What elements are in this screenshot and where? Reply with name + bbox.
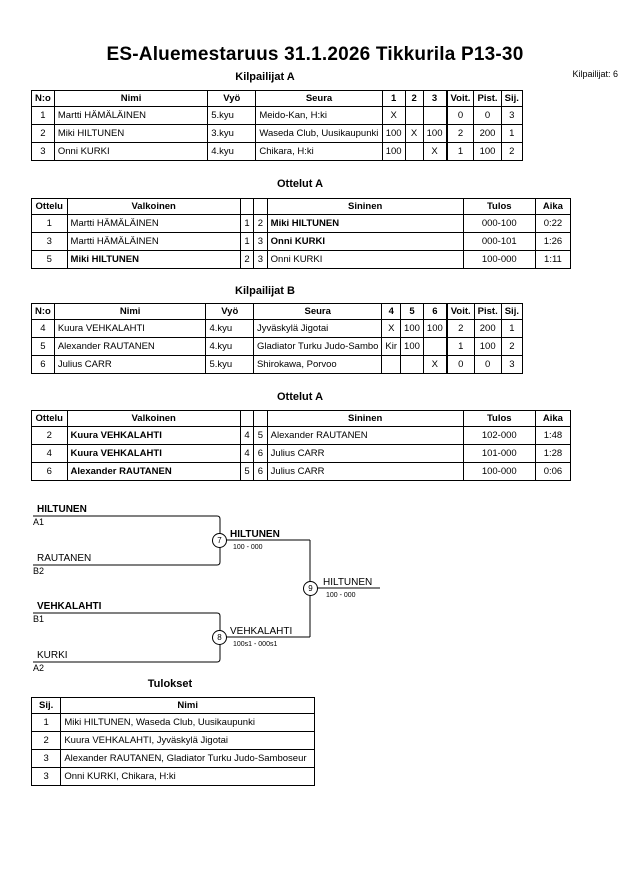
matches-a-title: Ottelut A [276,178,324,190]
cell: 2 [500,337,524,356]
cell: 0 [473,355,502,374]
cell: 2 [500,142,524,161]
m9-winner: HILTUNEN [323,577,373,588]
m7-number: 7 [212,533,227,548]
pool-a-title: Kilpailijat A [235,71,295,83]
cell: Alexander RAUTANEN, Gladiator Turku Judo… [60,749,315,768]
m7-top-name: HILTUNEN [37,504,87,515]
matches-b-table: Ottelu Valkoinen Sininen Tulos Aika 2 Ku… [31,410,572,481]
cell: 100 [473,142,502,161]
table-row: 1 Martti HÄMÄLÄINEN 1 2 Miki HILTUNEN 00… [31,214,572,233]
m8-bot-seed: A2 [33,663,45,673]
matches-a-table: Ottelu Valkoinen Sininen Tulos Aika 1 Ma… [31,198,572,269]
cell: 3 [253,250,268,269]
table-row: 5 Miki HILTUNEN 2 3 Onni KURKI 100-000 1… [31,250,572,269]
matches-a-header-row: Ottelu Valkoinen Sininen Tulos Aika [31,198,572,215]
pool-a-table: N:o Nimi Vyö Seura 1 2 3 Voit. Pist. Sij… [31,90,524,161]
m8-top-seed: B1 [33,614,45,624]
table-row: 3 Martti HÄMÄLÄINEN 1 3 Onni KURKI 000-1… [31,232,572,251]
m8-score: 100s1 - 000s1 [233,641,278,648]
table-row: 6 Julius CARR 5.kyu Shirokawa, Porvoo X … [31,355,524,374]
col-wins: Voit. [445,90,475,107]
m8-winner: VEHKALAHTI [230,626,293,637]
table-row: 5 Alexander RAUTANEN 4.kyu Gladiator Tur… [31,337,524,356]
matches-b-title: Ottelut A [276,391,324,403]
col-name: Nimi [60,697,315,714]
table-row: 2 Miki HILTUNEN 3.kyu Waseda Club, Uusik… [31,124,524,143]
cell: 100-000 [462,250,536,269]
m8-top-name: VEHKALAHTI [37,601,102,612]
m7-score: 100 - 000 [233,544,263,551]
cell: 6 [253,462,268,481]
results-header-row: Sij. Nimi [30,697,315,714]
table-row: 3 Onni KURKI, Chikara, H:ki [30,767,315,786]
results-title: Tulokset [147,678,193,690]
m7-bot-name: RAUTANEN [37,553,92,564]
table-row: 4 Kuura VEHKALAHTI 4 6 Julius CARR 101-0… [31,444,572,463]
cell: 0:06 [534,462,572,481]
m9-score: 100 - 000 [326,592,356,599]
table-row: 1 Martti HÄMÄLÄINEN 5.kyu Meido-Kan, H:k… [31,106,524,125]
results-table: Sij. Nimi 1 Miki HILTUNEN, Waseda Club, … [30,697,315,786]
cell: 1 [30,713,62,732]
table-row: 2 Kuura VEHKALAHTI 4 5 Alexander RAUTANE… [31,426,572,445]
table-row: 6 Alexander RAUTANEN 5 6 Julius CARR 100… [31,462,572,481]
table-row: 3 Alexander RAUTANEN, Gladiator Turku Ju… [30,749,315,768]
cell: Chikara, H:ki [255,142,383,161]
cell: 1 [500,124,524,143]
cell: 3 [500,355,524,374]
cell: Onni KURKI, Chikara, H:ki [60,767,315,786]
cell: Miki HILTUNEN, Waseda Club, Uusikaupunki [60,713,315,732]
cell: 1:11 [534,250,572,269]
table-row: 2 Kuura VEHKALAHTI, Jyväskylä Jigotai [30,731,315,750]
m7-winner: HILTUNEN [230,529,280,540]
cell: Shirokawa, Porvoo [252,355,383,374]
page-title: ES-Aluemestaruus 31.1.2026 Tikkurila P13… [106,44,524,65]
cell: Onni KURKI [53,142,209,161]
cell: 6 [253,444,268,463]
m7-bot-seed: B2 [33,566,45,576]
m7-top-seed: A1 [33,517,45,527]
table-row: 3 Onni KURKI 4.kyu Chikara, H:ki 100 X 1… [31,142,524,161]
cell: 0 [445,355,475,374]
cell: Kuura VEHKALAHTI, Jyväskylä Jigotai [60,731,315,750]
m9-number: 9 [303,581,318,596]
m8-bot-name: KURKI [37,650,68,661]
pool-b-title: Kilpailijat B [235,285,295,297]
cell: 1 [445,142,475,161]
cell: 5.kyu [205,355,254,374]
cell: 4.kyu [205,337,254,356]
pool-b-table: N:o Nimi Vyö Seura 4 5 6 Voit. Pist. Sij… [31,303,524,374]
col-rank: Sij. [30,697,62,714]
m8-number: 8 [212,630,227,645]
table-row: 1 Miki HILTUNEN, Waseda Club, Uusikaupun… [30,713,315,732]
participants-count: Kilpailijat: 6 [572,69,618,79]
cell: 100-000 [462,462,536,481]
cell: 2 [30,731,62,750]
cell: 3 [30,767,62,786]
cell: 3 [30,749,62,768]
